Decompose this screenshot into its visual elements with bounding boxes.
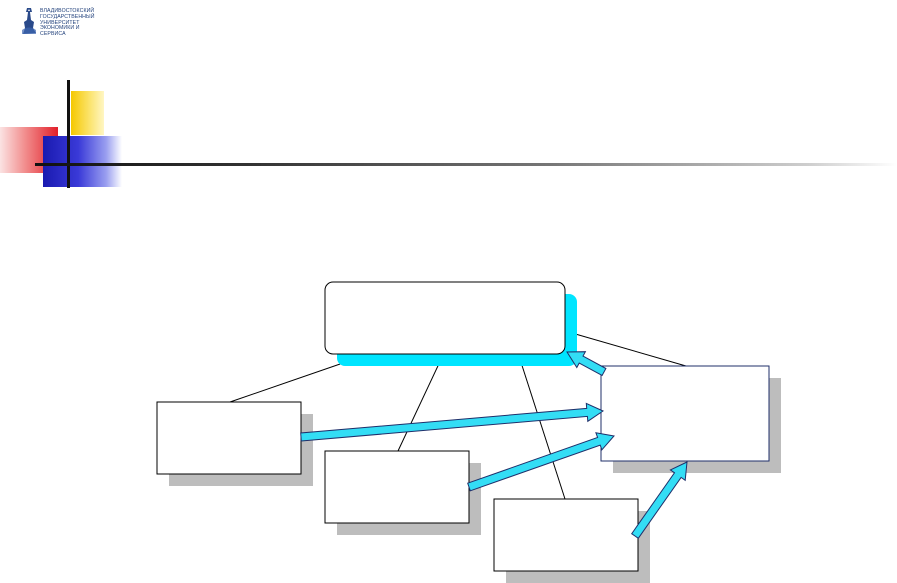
bottom-box [493,498,639,572]
right-box [600,365,770,462]
yellow-accent-square [71,91,104,135]
connector-top-middle [397,352,445,452]
connector-top-right [564,330,687,367]
arrow-bottom-to-right [631,461,688,539]
arrow-left-to-right [300,402,605,442]
left-box [156,401,302,475]
connector-top-bottom [517,352,566,500]
university-logo: ВЛАДИВОСТОКСКИЙ ГОСУДАРСТВЕННЫЙ УНИВЕРСИ… [20,6,140,40]
logo-text: ВЛАДИВОСТОКСКИЙ ГОСУДАРСТВЕННЫЙ УНИВЕРСИ… [40,8,95,38]
lighthouse-emblem-icon [22,8,36,34]
middle-box [324,450,470,524]
vertical-accent-line [67,80,70,188]
blue-accent-square [43,136,122,187]
arrow-middle-to-right [467,432,615,492]
top-box [324,281,566,355]
title-underline [35,163,897,166]
arrow-right-to-top [566,351,607,377]
